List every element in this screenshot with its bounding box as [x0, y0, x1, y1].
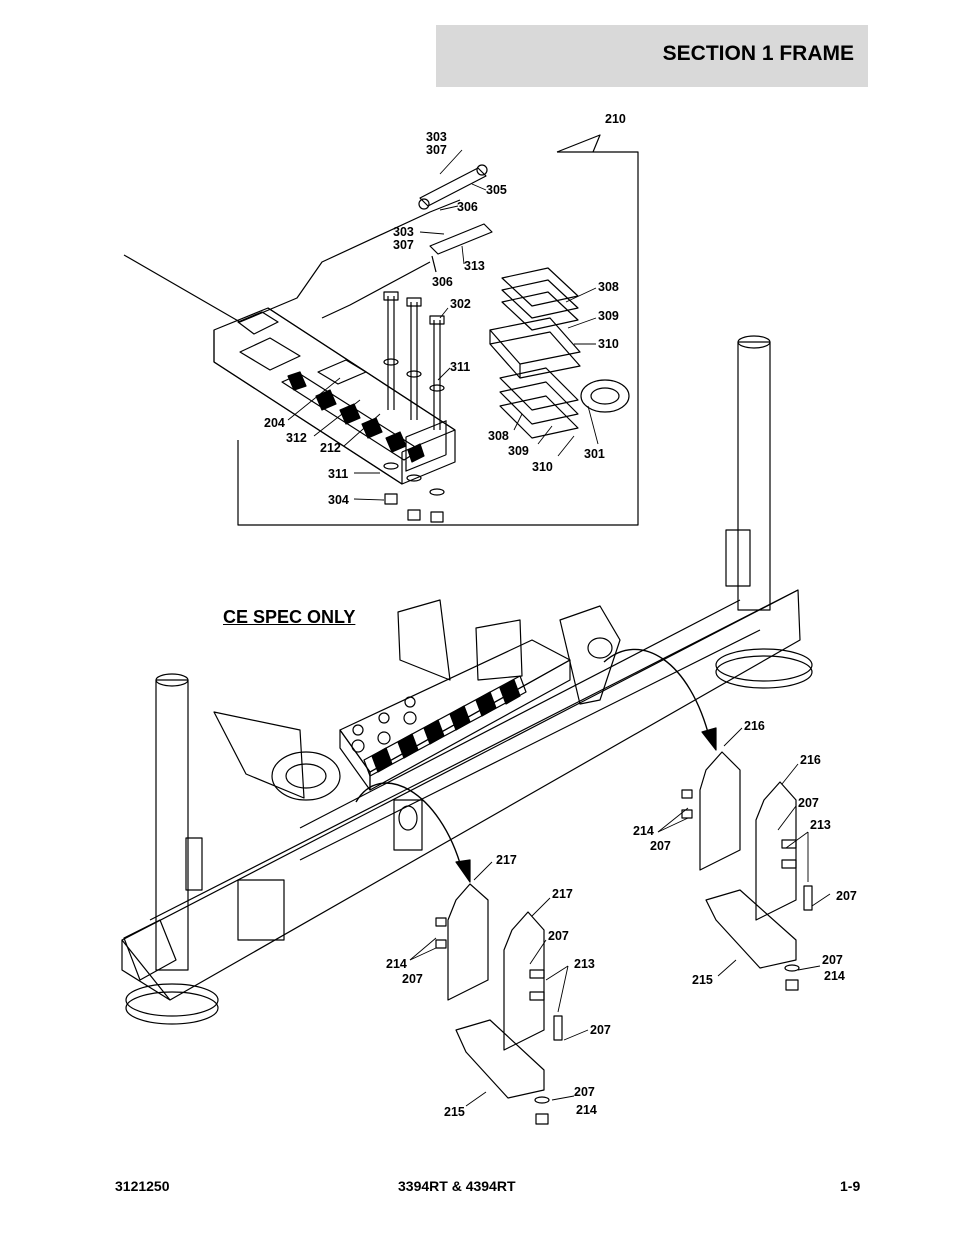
main-assembly [121, 335, 813, 1025]
bracket-set-right [681, 751, 813, 991]
ce-spec-note: CE SPEC ONLY [223, 607, 356, 627]
inset-detail [123, 134, 639, 526]
callout: 310 [532, 460, 553, 474]
callout: 306 [432, 275, 453, 289]
callout: 306 [457, 200, 478, 214]
callout: 302 [450, 297, 471, 311]
callout: 207 [798, 796, 819, 810]
callout: 207 [402, 972, 423, 986]
footer-doc-number: 3121250 [115, 1178, 170, 1194]
leader-lines [287, 149, 831, 1107]
callout: 311 [450, 360, 470, 374]
callout: 311 [328, 467, 348, 481]
callout: 301 [584, 447, 605, 461]
callout: 215 [444, 1105, 465, 1119]
callout: 216 [744, 719, 765, 733]
callout: 207 [548, 929, 569, 943]
callout: 307 [426, 143, 447, 157]
callout-labels: 210 303 307 305 306 303 307 313 306 302 … [264, 112, 857, 1119]
callout: 312 [286, 431, 307, 445]
callout: 313 [464, 259, 485, 273]
callout: 217 [552, 887, 573, 901]
section-title: SECTION 1 FRAME [662, 42, 854, 65]
callout: 305 [486, 183, 507, 197]
callout: 308 [488, 429, 509, 443]
callout: 303 [393, 225, 414, 239]
callout: 214 [633, 824, 654, 838]
footer-models: 3394RT & 4394RT [398, 1178, 516, 1194]
callout: 310 [598, 337, 619, 351]
callout: 207 [836, 889, 857, 903]
section-header: SECTION 1 FRAME [436, 25, 868, 87]
callout: 207 [590, 1023, 611, 1037]
callout: 304 [328, 493, 349, 507]
callout: 214 [386, 957, 407, 971]
callout: 213 [810, 818, 831, 832]
callout: 215 [692, 973, 713, 987]
callout: 207 [650, 839, 671, 853]
callout: 210 [605, 112, 626, 126]
callout: 309 [508, 444, 529, 458]
callout: 213 [574, 957, 595, 971]
callout: 207 [822, 953, 843, 967]
callout: 303 [426, 130, 447, 144]
callout: 214 [824, 969, 845, 983]
bracket-set-left [435, 883, 563, 1125]
callout: 216 [800, 753, 821, 767]
callout: 207 [574, 1085, 595, 1099]
callout: 204 [264, 416, 285, 430]
callout: 212 [320, 441, 341, 455]
callout: 217 [496, 853, 517, 867]
callout: 307 [393, 238, 414, 252]
callout: 214 [576, 1103, 597, 1117]
footer-page-number: 1-9 [840, 1178, 861, 1194]
callout: 308 [598, 280, 619, 294]
callout: 309 [598, 309, 619, 323]
